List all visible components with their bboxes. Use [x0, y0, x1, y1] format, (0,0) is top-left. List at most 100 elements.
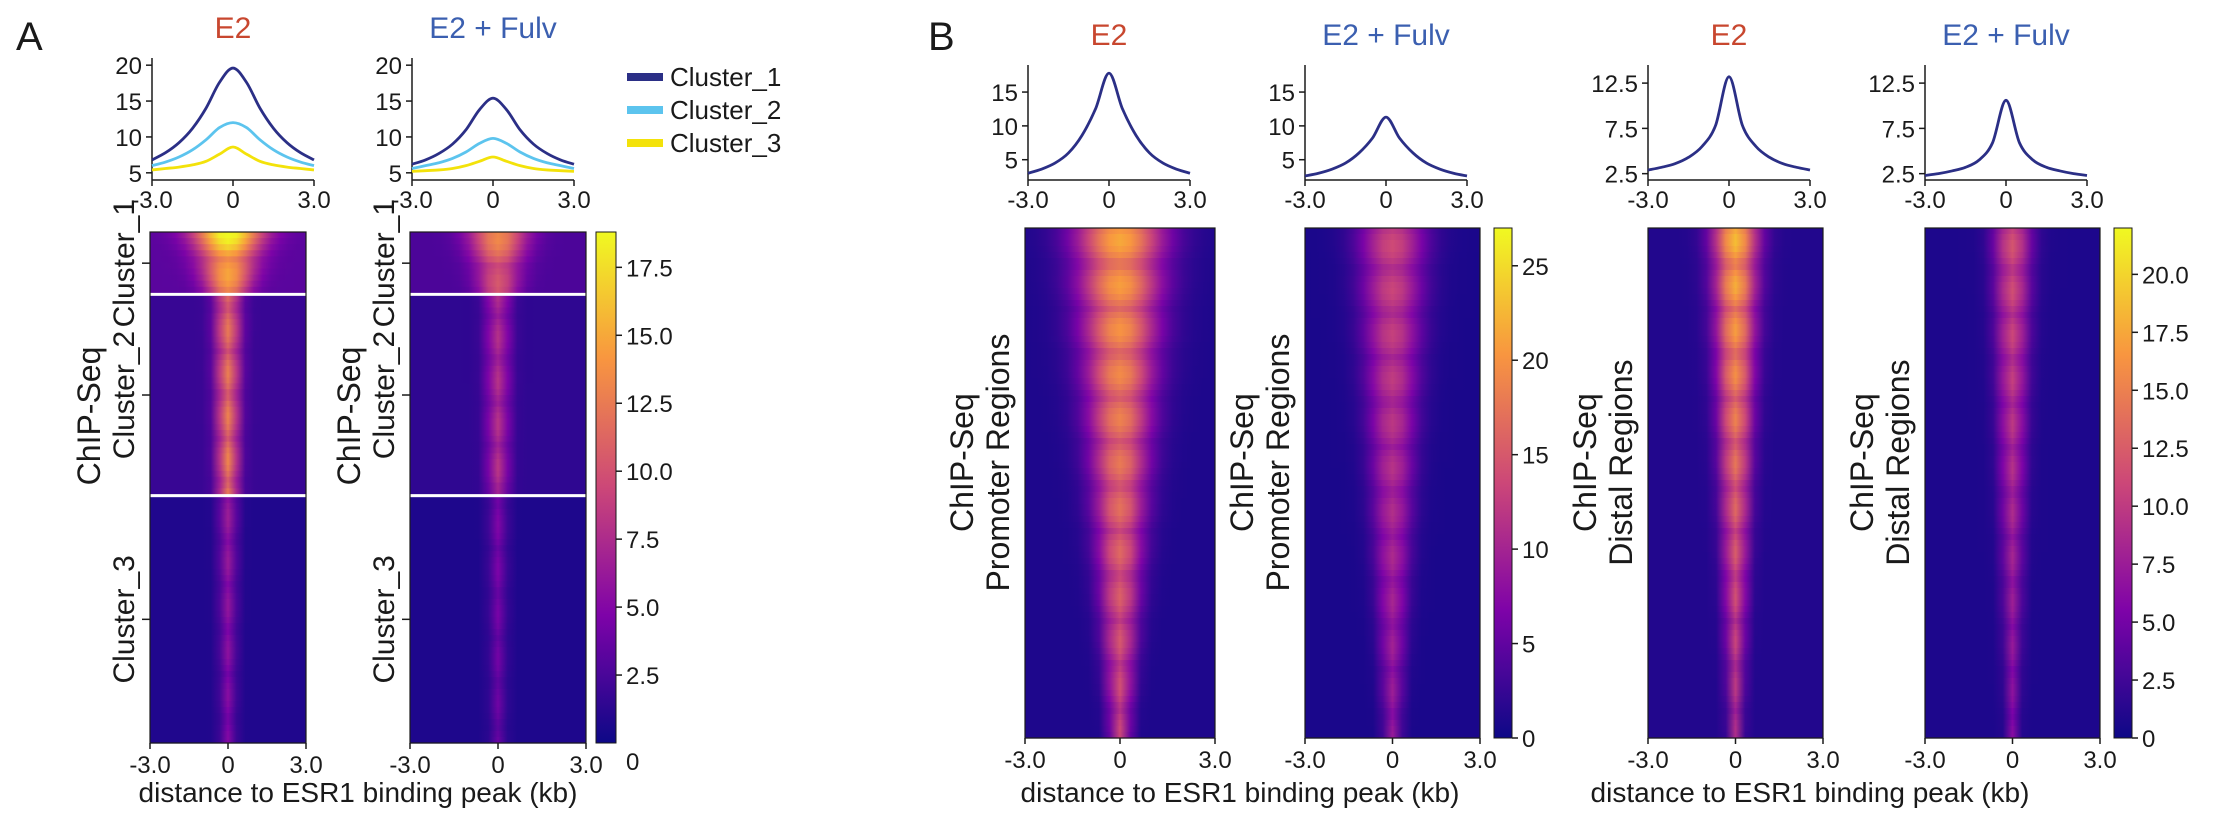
xlabel-b-promoter: distance to ESR1 binding peak (kb) — [1021, 777, 1460, 808]
heatmap-row — [1025, 402, 1215, 409]
heatmap-row — [1025, 492, 1215, 499]
heatmap-row — [410, 286, 586, 294]
heatmap-row — [150, 412, 306, 419]
heatmap-row — [410, 671, 586, 678]
heatmap-row — [150, 701, 306, 708]
x-tick-label: 0 — [1379, 187, 1392, 214]
heatmap-row — [410, 377, 586, 384]
x-tick-label: -3.0 — [129, 752, 170, 779]
heatmap-row — [410, 695, 586, 702]
heatmap-row — [410, 545, 586, 552]
heatmap-row — [1025, 474, 1215, 481]
heatmap-row — [1025, 504, 1215, 511]
heatmap-row — [410, 418, 586, 425]
heatmap-row — [410, 707, 586, 714]
heatmap-row — [1025, 246, 1215, 253]
profile-title: E2 + Fulv — [1322, 19, 1450, 52]
heatmap-row — [410, 307, 586, 314]
heatmap-row — [1025, 318, 1215, 325]
heatmap-row — [150, 482, 306, 489]
heatmap-row — [1025, 498, 1215, 505]
heatmap-row — [410, 515, 586, 522]
heatmap-row — [410, 713, 586, 720]
colorbar-tick-label: 12.5 — [626, 391, 673, 418]
heatmap-row — [410, 533, 586, 540]
heatmap-row — [410, 256, 586, 264]
heatmap-row — [410, 389, 586, 396]
profile-title: E2 + Fulv — [1942, 19, 2070, 52]
heatmap-row — [150, 395, 306, 402]
heatmap-row — [150, 348, 306, 355]
heatmap-row — [410, 647, 586, 654]
heatmap-row — [150, 319, 306, 326]
x-tick-label: 3.0 — [289, 752, 322, 779]
heatmap-row — [1025, 366, 1215, 373]
series-line-1 — [1027, 71, 1191, 175]
cluster-label: Cluster_2 — [368, 331, 401, 459]
heatmap-row — [410, 503, 586, 510]
heatmap-row — [410, 424, 586, 431]
heatmap-row — [410, 365, 586, 373]
heatmap-row — [150, 232, 306, 239]
cluster-label: Cluster_3 — [368, 555, 401, 683]
heatmap-ylabel: ChIP-Seq — [331, 347, 367, 486]
heatmap-row — [150, 737, 306, 744]
heatmap-row — [410, 581, 586, 588]
colorbar-tick-label: 7.5 — [626, 527, 659, 554]
heatmap-row — [1025, 408, 1215, 415]
heatmap-row — [1025, 360, 1215, 367]
heatmap-row — [410, 557, 586, 564]
heatmap-row — [150, 683, 306, 690]
legend-swatch — [627, 73, 663, 81]
heatmap-row — [1025, 330, 1215, 337]
heatmap-row — [410, 295, 586, 303]
series-line-1 — [1924, 98, 2088, 177]
y-tick-label: 12.5 — [1868, 71, 1915, 98]
heatmap-row — [410, 599, 586, 606]
heatmap-row — [410, 623, 586, 630]
y-tick-label: 10 — [375, 125, 402, 152]
heatmap-row — [150, 295, 306, 303]
heatmap-row — [150, 360, 306, 367]
heatmap-row — [150, 509, 306, 516]
series-line-1 — [1647, 75, 1811, 172]
legend-label: Cluster_2 — [670, 95, 781, 125]
heatmap-row — [410, 521, 586, 528]
x-tick-label: 0 — [226, 187, 239, 214]
heatmap-row — [1025, 486, 1215, 493]
heatmap-row — [1025, 264, 1215, 271]
heatmap-row — [410, 244, 586, 251]
heatmap-row — [150, 406, 306, 414]
heatmap-row — [1025, 456, 1215, 463]
heatmap-row — [150, 731, 306, 738]
y-tick-label: 10 — [991, 114, 1018, 141]
heatmap-row — [150, 377, 306, 384]
x-tick-label: 3.0 — [1450, 187, 1483, 214]
heatmap-row — [150, 330, 306, 338]
heatmap-row — [410, 593, 586, 600]
heatmap-row — [410, 360, 586, 367]
heatmap-row — [150, 593, 306, 600]
heatmap-row — [150, 488, 306, 495]
heatmap-row — [410, 629, 586, 636]
heatmap-row — [410, 605, 586, 612]
heatmap-row — [1025, 252, 1215, 259]
heatmap-row — [410, 342, 586, 349]
profile-title: E2 — [215, 12, 252, 45]
heatmap-row — [1025, 258, 1215, 265]
heatmap-row — [150, 521, 306, 528]
heatmap-row — [410, 268, 586, 276]
y-tick-label: 7.5 — [1605, 116, 1638, 143]
heatmap-row — [150, 435, 306, 443]
legend-swatch — [627, 139, 663, 147]
heatmap-row — [410, 435, 586, 443]
heatmap-row — [410, 250, 586, 257]
heatmap-row — [410, 551, 586, 558]
heatmap-row — [1025, 324, 1215, 331]
heatmap-row — [150, 459, 306, 466]
cluster-label: Cluster_1 — [368, 199, 401, 327]
